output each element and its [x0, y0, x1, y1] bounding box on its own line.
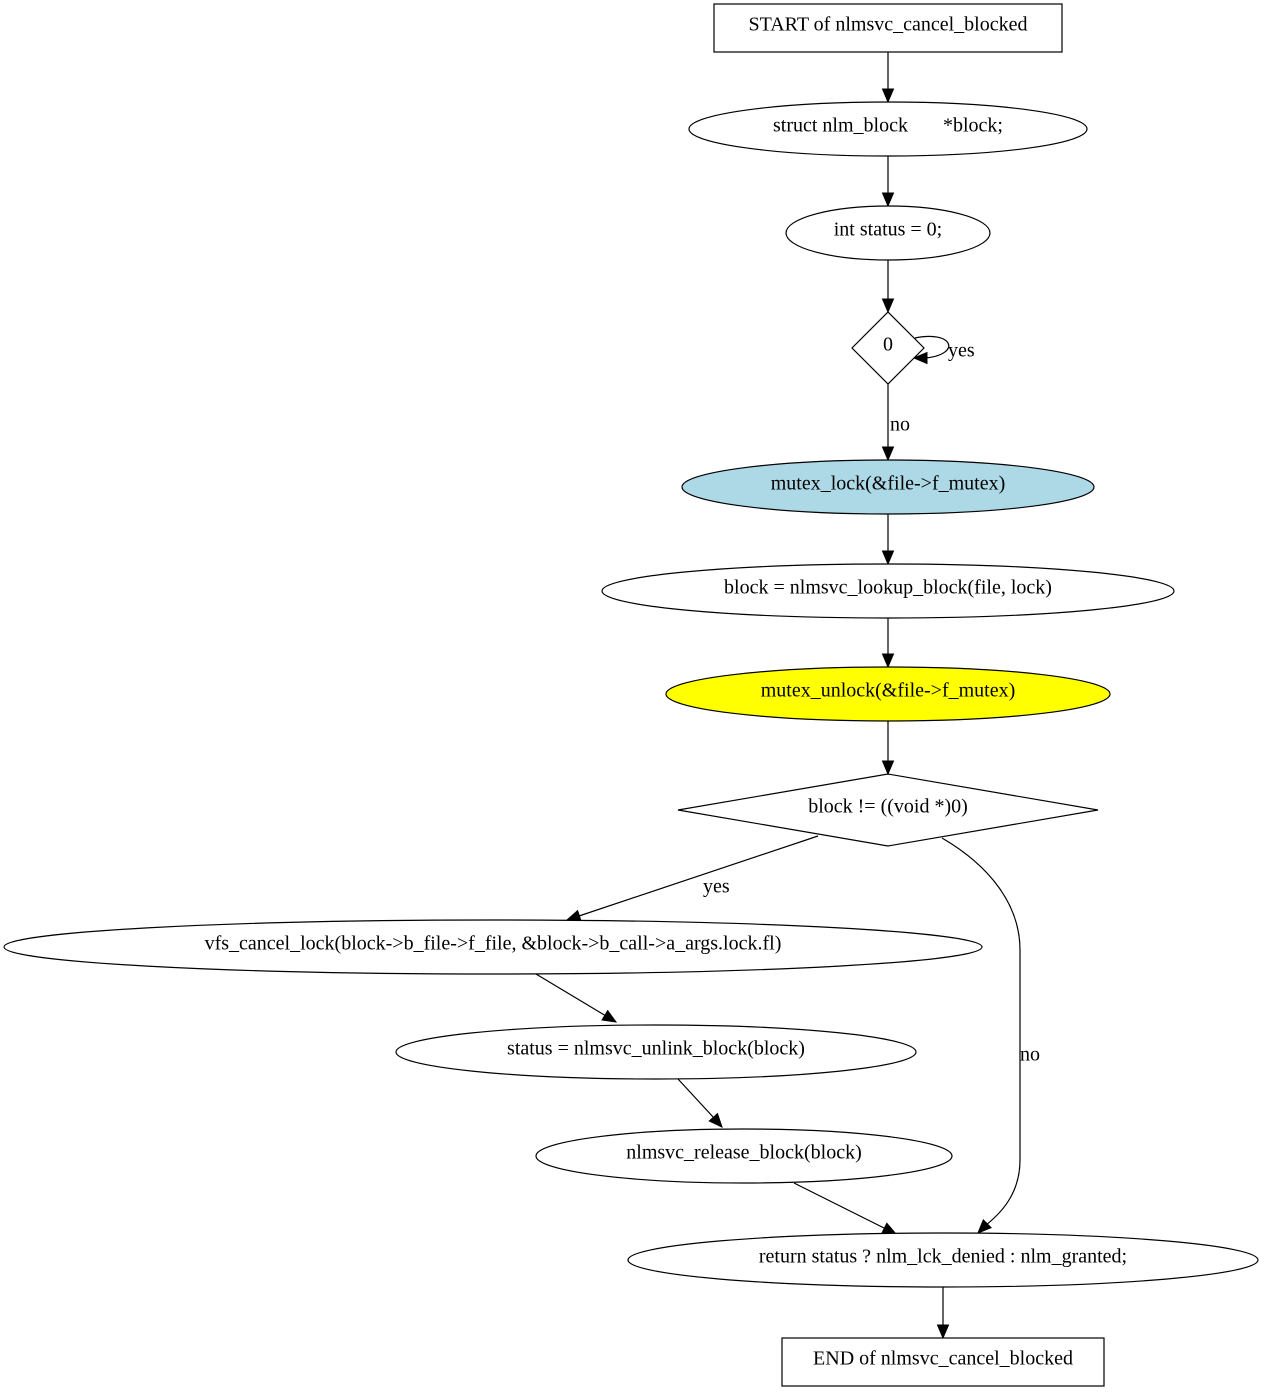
- edge-release-to-return-stmt-line: [793, 1182, 887, 1230]
- node-cancel-lock-ellipse: [3, 919, 983, 975]
- edge-release-to-return-stmt: [793, 1182, 898, 1235]
- edge-cancel-lock-to-unlink-line: [535, 973, 607, 1017]
- edge-unlink-to-release: [677, 1078, 723, 1128]
- node-mutex-unlock: mutex_unlock(&file->f_mutex): [665, 666, 1111, 722]
- node-block-check: block != ((void *)0): [677, 773, 1099, 847]
- edge-loop-cond-to-mutex-lock: no: [881, 384, 910, 462]
- node-decl-status: int status = 0;: [785, 205, 991, 261]
- edge-loop-cond-to-mutex-lock-label: no: [890, 414, 910, 436]
- node-decl-status-ellipse: [785, 205, 991, 261]
- node-mutex-lock-ellipse: [681, 459, 1095, 515]
- edge-loop-cond-to-loop-cond-label: yes: [948, 340, 975, 362]
- edge-loop-cond-to-mutex-lock-arrowhead: [881, 446, 895, 462]
- edge-loop-cond-to-loop-cond: yes: [912, 335, 975, 365]
- edge-unlink-to-release-arrowhead: [708, 1112, 723, 1128]
- node-end: END of nlmsvc_cancel_blocked: [781, 1337, 1105, 1387]
- edge-mutex-lock-to-lookup-arrowhead: [881, 550, 895, 566]
- edge-block-check-to-return-stmt-arrowhead: [977, 1219, 992, 1234]
- node-release-label: nlmsvc_release_block(block): [626, 1142, 861, 1164]
- node-start-box: [713, 3, 1063, 53]
- node-cancel-lock-label: vfs_cancel_lock(block->b_file->f_file, &…: [205, 933, 782, 955]
- edge-decl-block-to-decl-status: [881, 156, 895, 208]
- edge-release-to-return-stmt-arrowhead: [881, 1222, 898, 1235]
- edge-decl-status-to-loop-cond: [881, 260, 895, 314]
- node-unlink-ellipse: [395, 1024, 917, 1080]
- node-unlink-label: status = nlmsvc_unlink_block(block): [507, 1038, 805, 1060]
- edge-block-check-to-cancel-lock-line: [578, 835, 819, 917]
- edge-decl-block-to-decl-status-arrowhead: [881, 192, 895, 208]
- node-loop-cond: 0: [851, 311, 925, 385]
- edge-decl-status-to-loop-cond-arrowhead: [881, 298, 895, 314]
- node-release-ellipse: [535, 1128, 953, 1184]
- node-end-label: END of nlmsvc_cancel_blocked: [813, 1348, 1073, 1370]
- node-lookup-ellipse: [601, 563, 1175, 619]
- edge-mutex-unlock-to-block-check-arrowhead: [881, 760, 895, 776]
- node-start-label: START of nlmsvc_cancel_blocked: [749, 14, 1028, 36]
- edge-block-check-to-return-stmt: no: [941, 837, 1040, 1234]
- node-decl-block: struct nlm_block *block;: [688, 101, 1088, 157]
- edge-return-stmt-to-end-arrowhead: [936, 1324, 950, 1340]
- edge-unlink-to-release-line: [677, 1078, 715, 1119]
- edge-loop-cond-to-loop-cond-line: [914, 335, 950, 359]
- node-decl-block-ellipse: [688, 101, 1088, 157]
- node-block-check-diamond: [677, 773, 1099, 847]
- edge-lookup-to-mutex-unlock-arrowhead: [881, 653, 895, 669]
- edge-loop-cond-to-loop-cond-arrowhead: [912, 351, 928, 365]
- node-mutex-lock: mutex_lock(&file->f_mutex): [681, 459, 1095, 515]
- edge-start-to-decl-block-arrowhead: [881, 88, 895, 104]
- edge-return-stmt-to-end: [936, 1287, 950, 1340]
- edge-block-check-to-cancel-lock-label: yes: [703, 876, 730, 898]
- edges-layer: yes no yes no: [535, 52, 1040, 1340]
- edge-block-check-to-return-stmt-line: [941, 837, 1021, 1226]
- node-lookup-label: block = nlmsvc_lookup_block(file, lock): [724, 577, 1052, 599]
- edge-mutex-unlock-to-block-check: [881, 721, 895, 776]
- edge-cancel-lock-to-unlink-arrowhead: [601, 1009, 618, 1023]
- node-unlink: status = nlmsvc_unlink_block(block): [395, 1024, 917, 1080]
- node-block-check-label: block != ((void *)0): [808, 796, 968, 818]
- node-release: nlmsvc_release_block(block): [535, 1128, 953, 1184]
- node-return-stmt-ellipse: [627, 1232, 1259, 1288]
- node-decl-block-label: struct nlm_block *block;: [773, 115, 1003, 137]
- node-start: START of nlmsvc_cancel_blocked: [713, 3, 1063, 53]
- node-decl-status-label: int status = 0;: [834, 219, 943, 241]
- node-mutex-unlock-ellipse: [665, 666, 1111, 722]
- edge-block-check-to-return-stmt-label: no: [1020, 1044, 1040, 1066]
- edge-block-check-to-cancel-lock: yes: [565, 835, 819, 922]
- edge-block-check-to-cancel-lock-arrowhead: [565, 909, 582, 922]
- node-end-box: [781, 1337, 1105, 1387]
- edge-start-to-decl-block: [881, 52, 895, 104]
- edge-lookup-to-mutex-unlock: [881, 618, 895, 669]
- node-return-stmt-label: return status ? nlm_lck_denied : nlm_gra…: [759, 1246, 1127, 1268]
- node-mutex-unlock-label: mutex_unlock(&file->f_mutex): [761, 680, 1016, 702]
- node-loop-cond-label: 0: [883, 334, 893, 356]
- node-mutex-lock-label: mutex_lock(&file->f_mutex): [771, 473, 1006, 495]
- node-lookup: block = nlmsvc_lookup_block(file, lock): [601, 563, 1175, 619]
- node-cancel-lock: vfs_cancel_lock(block->b_file->f_file, &…: [3, 919, 983, 975]
- edge-cancel-lock-to-unlink: [535, 973, 618, 1023]
- node-loop-cond-diamond: [851, 311, 925, 385]
- node-return-stmt: return status ? nlm_lck_denied : nlm_gra…: [627, 1232, 1259, 1288]
- edge-mutex-lock-to-lookup: [881, 514, 895, 566]
